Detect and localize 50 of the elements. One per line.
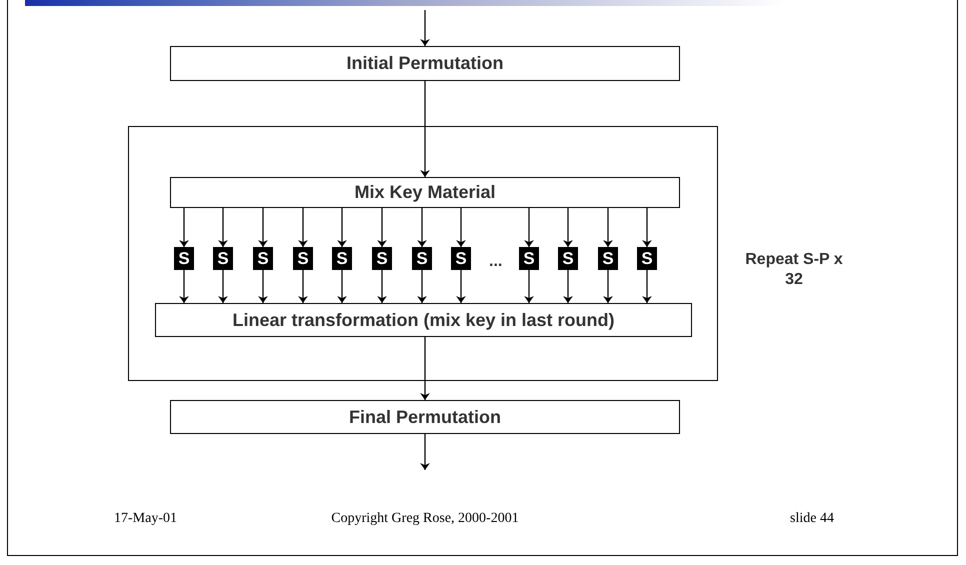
arrow xyxy=(420,434,430,470)
s-box: S xyxy=(412,247,432,270)
arrow xyxy=(258,270,268,303)
arrow xyxy=(337,270,347,303)
arrow xyxy=(218,270,228,303)
arrow xyxy=(420,81,430,177)
arrow xyxy=(258,208,268,247)
arrow xyxy=(603,270,613,303)
arrow xyxy=(420,10,430,46)
arrow xyxy=(563,208,573,247)
arrow xyxy=(417,208,427,247)
arrow xyxy=(179,208,189,247)
s-box: S xyxy=(213,247,233,270)
arrow xyxy=(218,208,228,247)
arrow xyxy=(563,270,573,303)
process-box: Initial Permutation xyxy=(170,46,680,81)
s-box: S xyxy=(519,247,539,270)
s-box: S xyxy=(332,247,352,270)
slide-number: slide 44 xyxy=(790,510,834,528)
arrow xyxy=(337,208,347,247)
s-box: S xyxy=(558,247,578,270)
arrow xyxy=(603,208,613,247)
process-box: Mix Key Material xyxy=(170,177,680,208)
s-box: S xyxy=(451,247,471,270)
arrow xyxy=(456,270,466,303)
arrow xyxy=(298,208,308,247)
arrow xyxy=(524,270,534,303)
arrow xyxy=(524,208,534,247)
arrow xyxy=(417,270,427,303)
repeat-note: Repeat S-P x 32 xyxy=(744,250,844,290)
s-box: S xyxy=(293,247,313,270)
process-box: Final Permutation xyxy=(170,400,680,434)
arrow xyxy=(642,270,652,303)
copyright-footer: Copyright Greg Rose, 2000-2001 xyxy=(300,508,550,529)
arrow xyxy=(456,208,466,247)
arrow xyxy=(420,337,430,400)
ellipsis: ... xyxy=(489,252,502,272)
s-box: S xyxy=(372,247,392,270)
arrow xyxy=(179,270,189,303)
arrow xyxy=(642,208,652,247)
process-box: Linear transformation (mix key in last round) xyxy=(155,303,692,337)
s-box: S xyxy=(253,247,273,270)
arrow xyxy=(298,270,308,303)
arrow xyxy=(377,208,387,247)
s-box: S xyxy=(598,247,618,270)
s-box: S xyxy=(174,247,194,270)
date-footer: 17-May-01 xyxy=(114,508,177,529)
arrow xyxy=(377,270,387,303)
s-box: S xyxy=(637,247,657,270)
round-frame xyxy=(128,126,718,381)
